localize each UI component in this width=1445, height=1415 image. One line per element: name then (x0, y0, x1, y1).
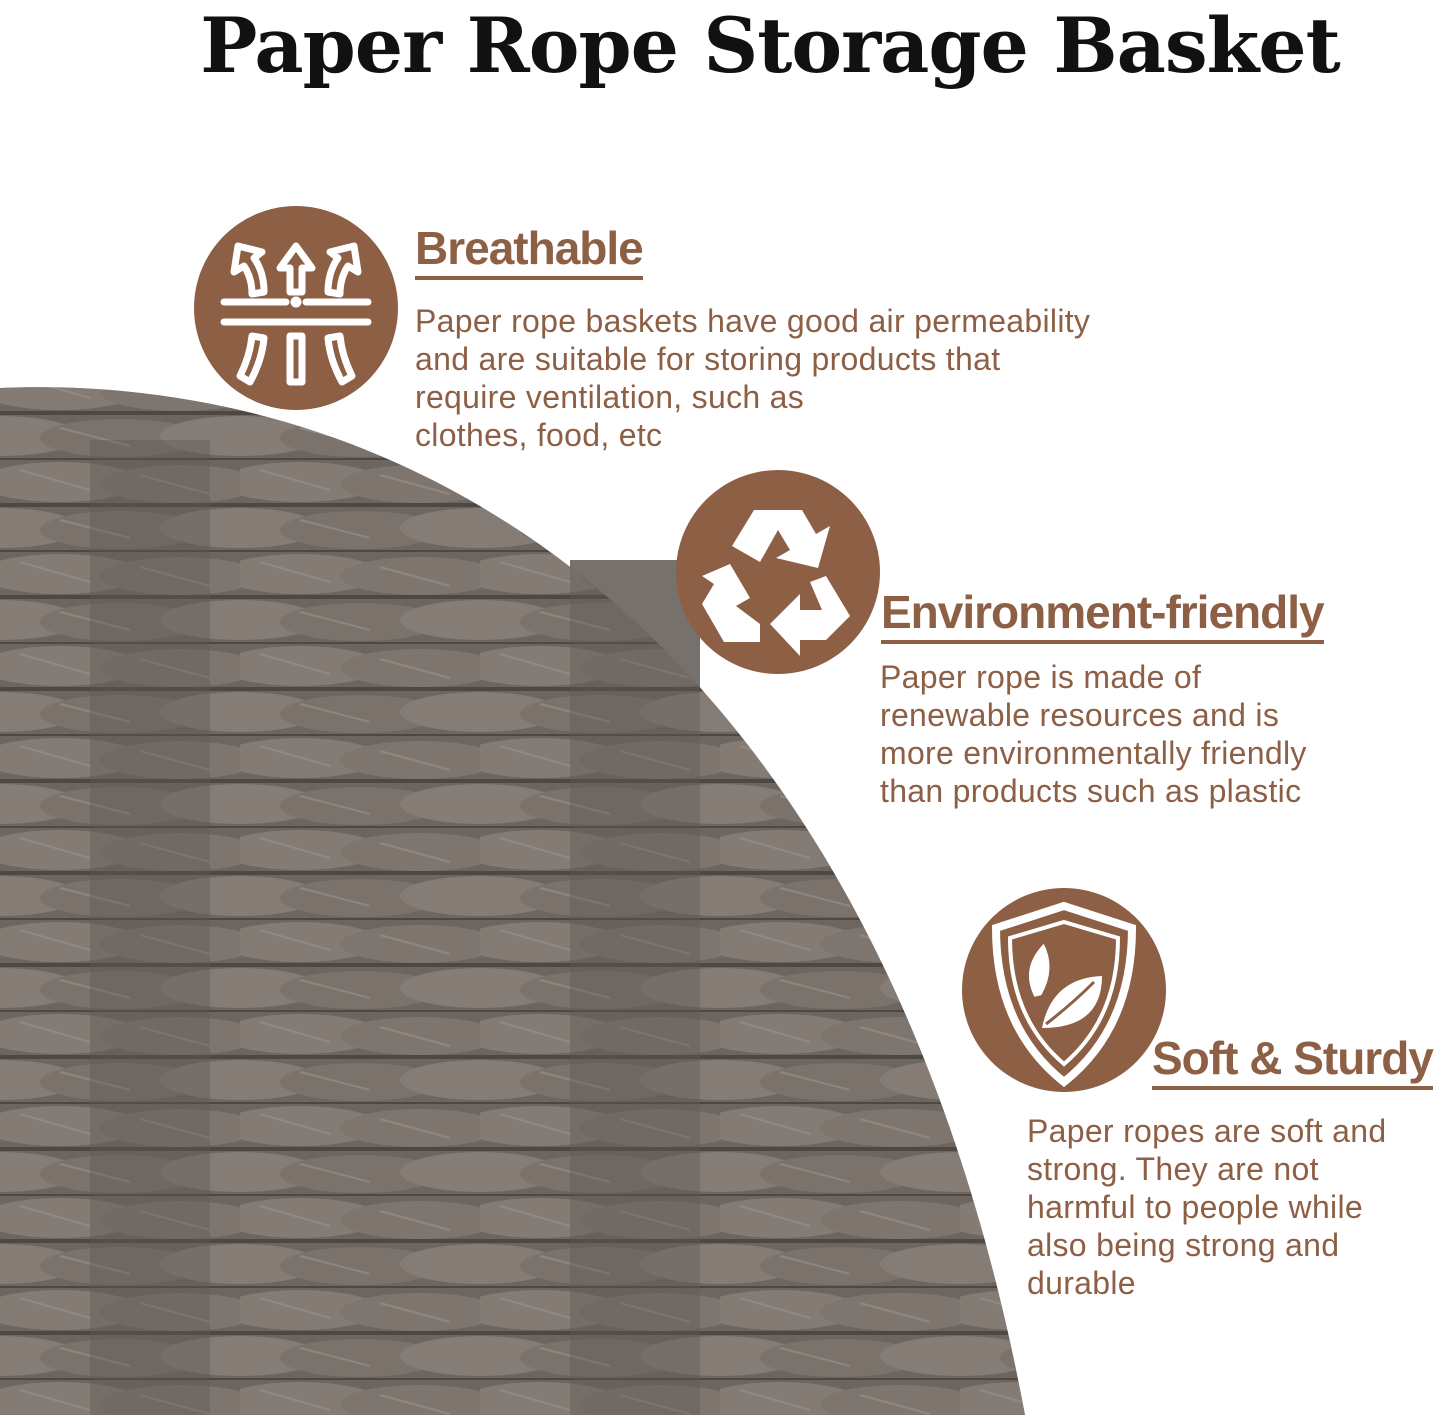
breathable-arrows-icon (194, 206, 398, 410)
feature-body-environment-friendly: Paper rope is made of renewable resource… (880, 659, 1307, 809)
feature-body-breathable: Paper rope baskets have good air permeab… (415, 303, 1091, 453)
feature-title-soft-sturdy: Soft & Sturdy (1152, 1032, 1434, 1090)
recycle-icon (676, 470, 880, 674)
feature-title-breathable: Breathable (415, 222, 644, 280)
shield-leaf-icon (962, 888, 1166, 1092)
page-title: Paper Rope Storage Basket (200, 1, 1340, 90)
feature-body-soft-sturdy: Paper ropes are soft and strong. They ar… (1027, 1113, 1387, 1301)
feature-title-environment-friendly: Environment-friendly (881, 586, 1325, 644)
